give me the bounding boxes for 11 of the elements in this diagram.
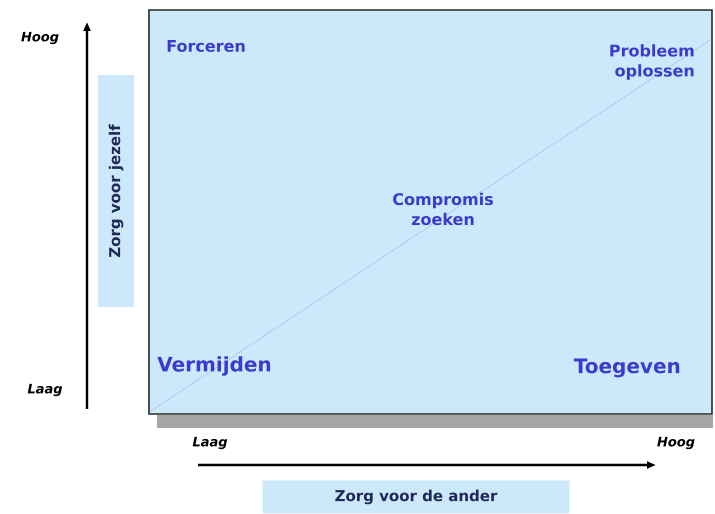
quadrant-label: Probleem oplossen: [610, 44, 694, 80]
axis-label-box: Zorg voor de ander: [262, 480, 570, 514]
axis-end-label: Laag: [28, 384, 62, 396]
axis-end-label: Hoog: [657, 436, 695, 450]
quadrant-label: Forceren: [168, 40, 245, 52]
quadrant-label: Toegeven: [574, 358, 680, 378]
axis-end-label: Laag: [192, 436, 228, 450]
axis-label-box: Zorg voor jezelf: [98, 75, 134, 307]
quadrant-label: Compromis zoeken: [393, 192, 493, 226]
axis-end-label: Hoog: [21, 32, 59, 44]
quadrant-label: Vermijden: [157, 356, 270, 376]
